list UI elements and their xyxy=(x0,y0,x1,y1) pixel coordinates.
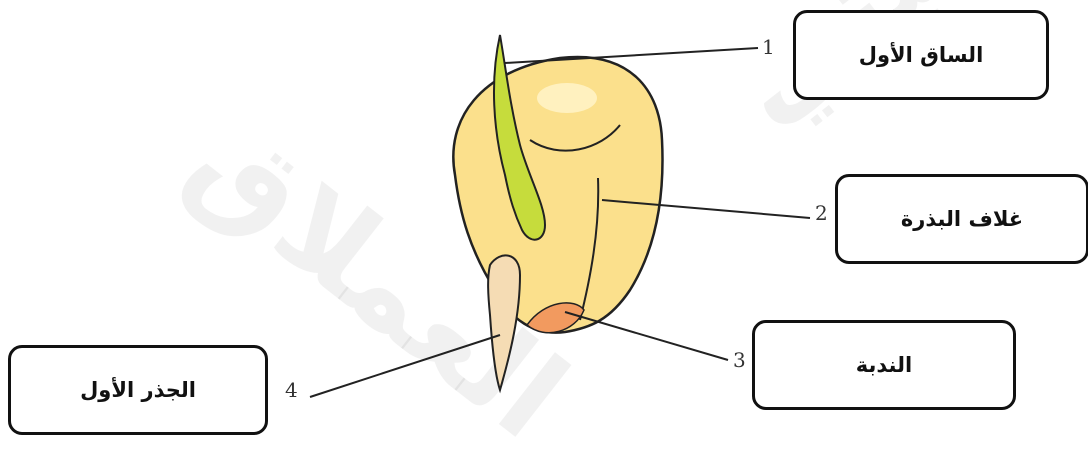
leader-line-3 xyxy=(565,312,728,360)
label-text-seed-coat: غلاف البذرة xyxy=(901,207,1023,231)
label-number-1: 1 xyxy=(762,37,775,57)
primary-root xyxy=(488,255,520,390)
label-number-4: 4 xyxy=(285,380,298,400)
label-text-primary-shoot: الساق الأول xyxy=(859,43,984,67)
label-number-2: 2 xyxy=(815,203,828,223)
label-box-hilum: الندبة xyxy=(752,320,1016,410)
label-number-3: 3 xyxy=(733,350,746,370)
label-box-primary-shoot: الساق الأول xyxy=(793,10,1049,100)
label-box-seed-coat: غلاف البذرة xyxy=(835,174,1088,264)
seed-highlight xyxy=(537,83,597,113)
leader-line-1 xyxy=(505,48,758,63)
label-text-primary-root: الجذر الأول xyxy=(80,378,196,402)
label-text-hilum: الندبة xyxy=(856,353,912,377)
label-box-primary-root: الجذر الأول xyxy=(8,345,268,435)
leader-line-4 xyxy=(310,335,500,397)
